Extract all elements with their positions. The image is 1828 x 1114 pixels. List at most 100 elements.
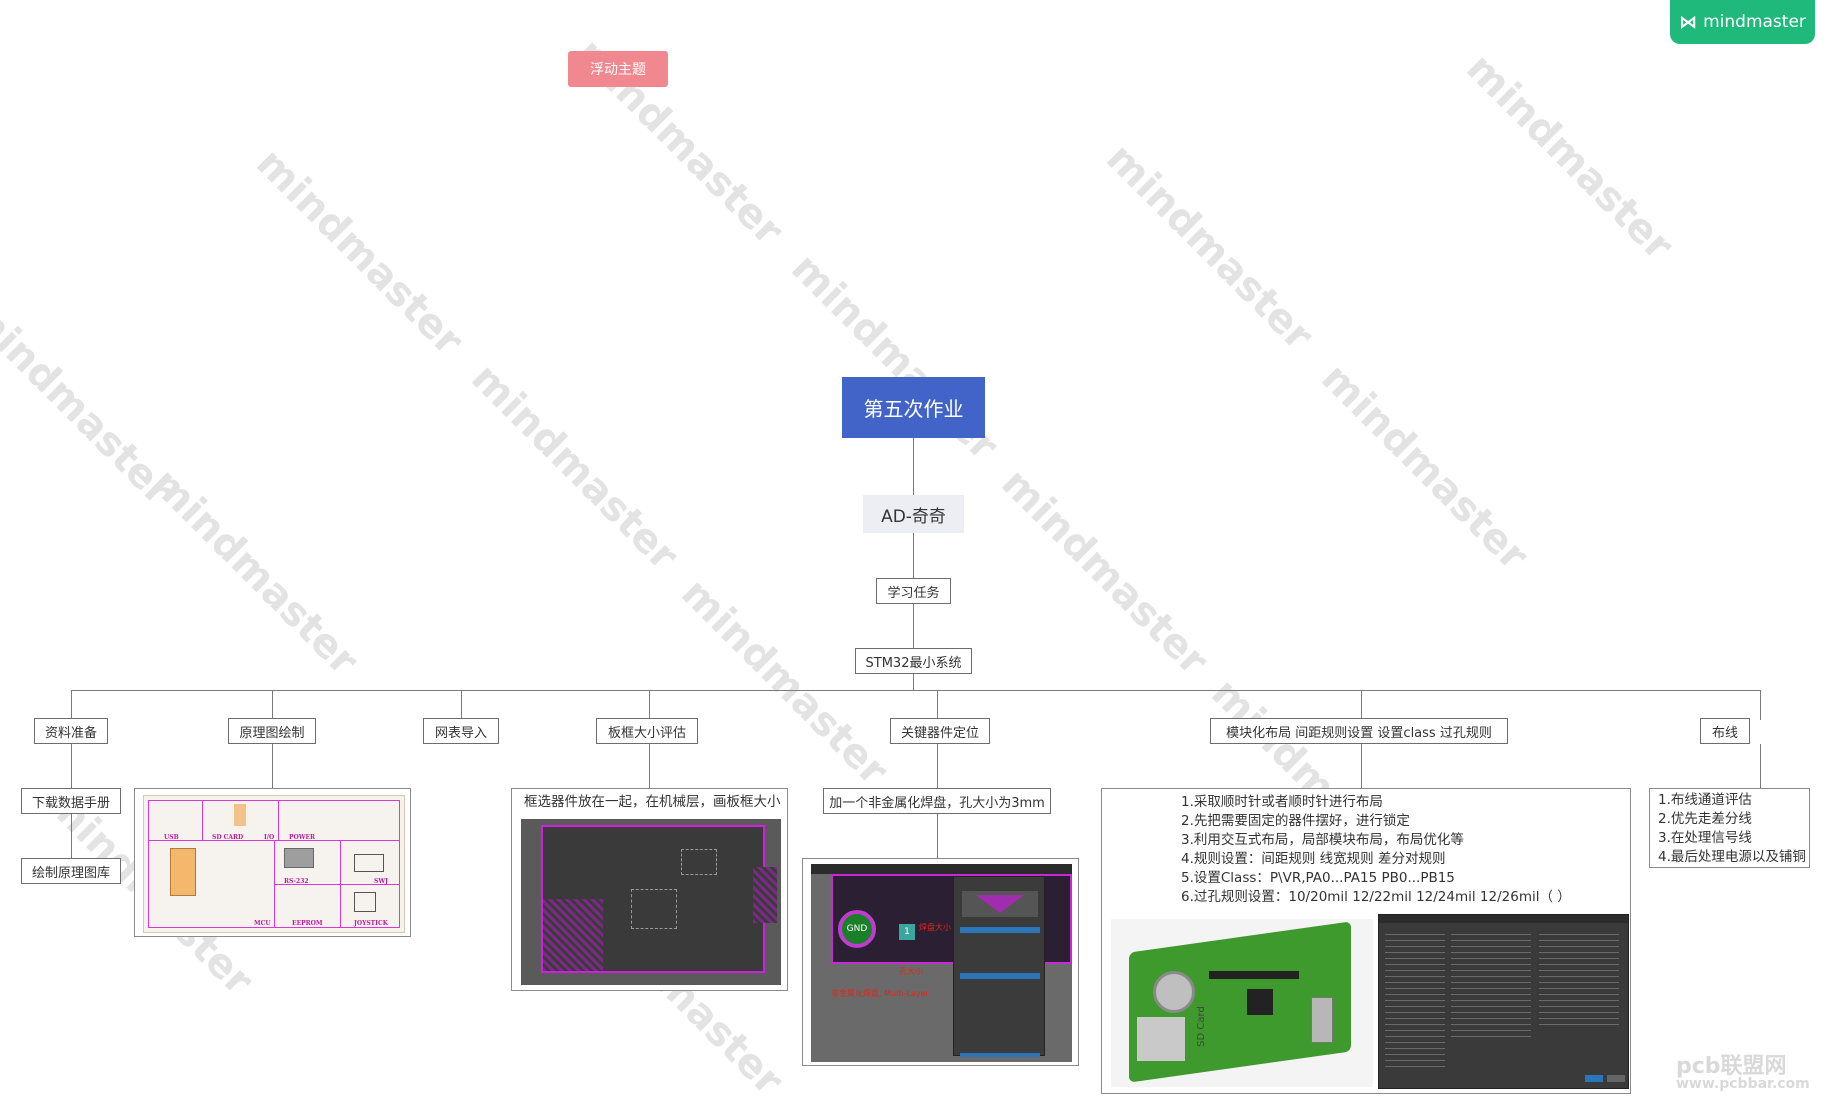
connector (913, 674, 914, 691)
watermark: mindmaster (247, 140, 471, 364)
list-pane (1451, 929, 1531, 1039)
layout-note: 4.规则设置：间距规则 线宽规则 差分对规则 (1181, 850, 1571, 869)
connector (913, 437, 914, 495)
floating-topic[interactable]: 浮动主题 (568, 51, 668, 87)
connector (913, 604, 914, 649)
board-frame-note: 框选器件放在一起，在机械层，画板框大小 (512, 789, 787, 812)
board-frame-panel: 框选器件放在一起，在机械层，画板框大小 (511, 788, 788, 991)
label-usb: USB (164, 834, 179, 841)
watermark: mindmaster (462, 355, 686, 579)
class-manager-dialog (1378, 914, 1629, 1089)
joystick-part (354, 892, 376, 912)
sd-card-label: SD Card (1196, 1006, 1207, 1047)
tree-pane (1385, 929, 1445, 1069)
watermark: mindmaster (142, 460, 366, 684)
sd-slot (1137, 1017, 1185, 1061)
gnd-label: GND (847, 924, 868, 934)
topic-stm32[interactable]: STM32最小系统 (855, 648, 972, 674)
component-footprint (631, 889, 677, 929)
annot-hole-size: 孔大小 (899, 966, 923, 977)
label-eeprom: EEPROM (292, 920, 323, 927)
routing-note: 4.最后处理电源以及铺铜 (1658, 848, 1809, 867)
dialog-tab (960, 927, 1040, 933)
header-pins (1209, 971, 1299, 979)
connector (937, 690, 938, 720)
branch-board-frame[interactable]: 板框大小评估 (596, 718, 698, 744)
layout-note: 3.利用交互式布局，局部模块布局，布局优化等 (1181, 831, 1571, 850)
branch-data-prep[interactable]: 资料准备 (34, 718, 108, 744)
toolbar-strip (811, 864, 1072, 874)
list-pane (1539, 929, 1619, 1029)
layout-note: 1.采取顺时针或者顺时针进行布局 (1181, 793, 1571, 812)
pcb-watermark-url: www.pcbbar.com (1676, 1076, 1810, 1092)
routing-note: 3.在处理信号线 (1658, 829, 1809, 848)
gnd-pad: GND (838, 910, 876, 948)
branch-key-parts[interactable]: 关键器件定位 (890, 718, 990, 744)
dialog-titlebar (1379, 915, 1628, 923)
logo-text: mindmaster (1703, 12, 1806, 32)
watermark: mindmaster (1097, 135, 1321, 359)
annot-pad-size: 焊盘大小 (919, 922, 951, 933)
swj-connector (354, 854, 384, 872)
watermark: mindmaster (1457, 45, 1681, 269)
battery (1153, 971, 1195, 1013)
mcu-3d (1247, 989, 1273, 1015)
layout-note: 5.设置Class：P\VR,PA0...PA15 PB0...PB15 (1181, 869, 1571, 888)
sd-connector (234, 804, 246, 826)
component-footprint (681, 849, 717, 875)
cancel-button[interactable] (1607, 1075, 1625, 1082)
label-rs232: RS-232 (284, 878, 309, 885)
routing-note: 1.布线通道评估 (1658, 791, 1809, 810)
branch-modular-layout[interactable]: 模块化布局 间距规则设置 设置class 过孔规则 (1210, 718, 1508, 744)
connector (71, 744, 72, 789)
pin-pad: 1 (899, 924, 915, 940)
board-3d-image: SD Card (1111, 919, 1373, 1087)
pad-preview-shape (976, 895, 1024, 913)
topic-ad-qiqi[interactable]: AD-奇奇 (863, 495, 964, 533)
branch-schematic[interactable]: 原理图绘制 (228, 718, 316, 744)
mindmaster-logo[interactable]: ⋈ mindmaster (1670, 0, 1815, 44)
label-io: I/O (264, 834, 274, 841)
rs232-chip (284, 848, 314, 868)
label-joystick: JOYSTICK (354, 920, 388, 927)
routing-panel: 1.布线通道评估 2.优先走差分线 3.在处理信号线 4.最后处理电源以及铺铜 (1649, 788, 1810, 868)
topic-draw-lib[interactable]: 绘制原理图库 (21, 858, 121, 884)
pin-label: 1 (904, 927, 910, 937)
connector (937, 814, 938, 858)
key-parts-note[interactable]: 加一个非金属化焊盘，孔大小为3mm (823, 788, 1051, 814)
connector (71, 814, 72, 859)
routing-note: 2.优先走差分线 (1658, 810, 1809, 829)
connector (272, 690, 273, 720)
watermark: mindmaster (992, 460, 1216, 684)
ok-button[interactable] (1585, 1075, 1603, 1082)
connector (272, 744, 273, 788)
connector (649, 690, 650, 720)
connector (461, 690, 462, 720)
key-parts-image: GND 1 焊盘大小 孔大小 非金属化焊盘, Multi-Layer (802, 858, 1079, 1066)
watermark: mindmaster (0, 290, 182, 514)
db9-connector (1311, 997, 1333, 1043)
root-topic[interactable]: 第五次作业 (842, 377, 985, 438)
connector (649, 744, 650, 788)
connector (71, 690, 72, 720)
branch-routing[interactable]: 布线 (1700, 718, 1750, 744)
label-sdcard: SD CARD (212, 834, 243, 841)
layout-note: 6.过孔规则设置：10/20mil 12/22mil 12/24mil 12/2… (1181, 888, 1571, 907)
dialog-tab (960, 1053, 1040, 1057)
connector (913, 532, 914, 579)
dialog-tab (960, 973, 1040, 979)
topic-learning-task[interactable]: 学习任务 (876, 578, 951, 604)
connector (71, 690, 1761, 691)
watermark: mindmaster (1312, 355, 1536, 579)
label-power: POWER (289, 834, 315, 841)
connector (937, 744, 938, 788)
annot-npth: 非金属化焊盘, Multi-Layer (831, 988, 929, 999)
connector (1760, 744, 1761, 788)
connector (1760, 690, 1761, 720)
layout-note: 2.先把需要固定的器件摆好，进行锁定 (1181, 812, 1571, 831)
label-mcu: MCU (254, 920, 271, 927)
topic-download-datasheet[interactable]: 下载数据手册 (21, 788, 121, 814)
branch-netlist[interactable]: 网表导入 (423, 718, 499, 744)
modular-layout-panel: 1.采取顺时针或者顺时针进行布局 2.先把需要固定的器件摆好，进行锁定 3.利用… (1101, 788, 1631, 1094)
hatched-area (753, 867, 777, 923)
